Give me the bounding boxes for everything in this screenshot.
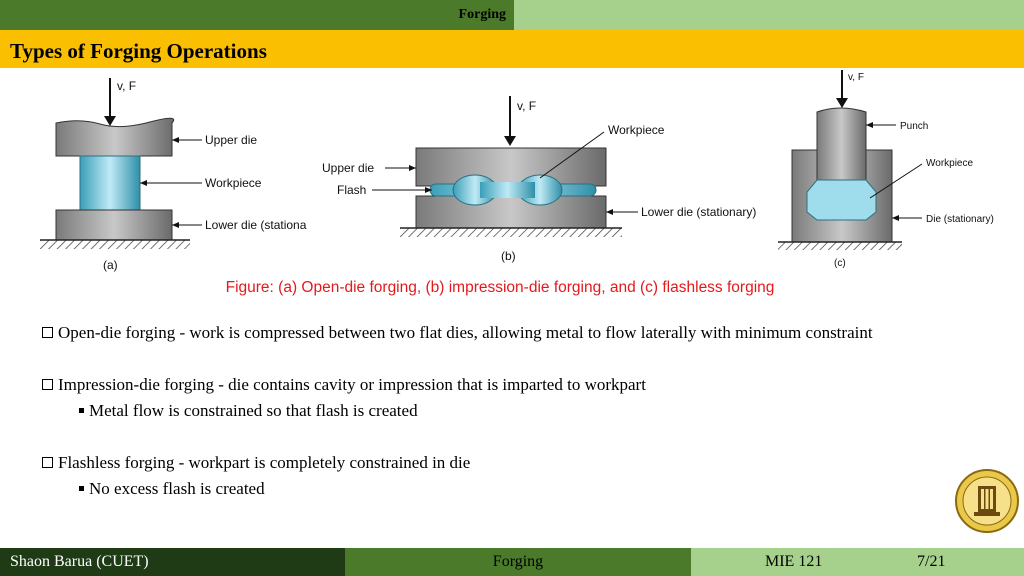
- figure-c-tag: (c): [834, 258, 846, 269]
- sub-bullet-flashless: No excess flash is created: [42, 476, 1012, 502]
- figure-b-force-label: v, F: [517, 99, 536, 113]
- sub-bullet-text: No excess flash is created: [89, 479, 265, 498]
- figure-a-upper-die-label: Upper die: [205, 133, 257, 147]
- slide-title: Types of Forging Operations: [10, 39, 267, 63]
- top-banner-left: Forging: [0, 0, 514, 30]
- bullet-text: Impression-die forging - die contains ca…: [58, 375, 646, 394]
- section-label: Forging: [458, 7, 506, 22]
- figure-b: v, F Workpiece Upper die Flash Lower die…: [322, 96, 756, 263]
- figure-c-die-label: Die (stationary): [926, 214, 994, 225]
- figure-a-lower-die-label: Lower die (stationa: [205, 218, 307, 232]
- footer-page-number: 7/21: [917, 553, 946, 570]
- bullet-text: Open-die forging - work is compressed be…: [58, 323, 873, 342]
- figure-caption: Figure: (a) Open-die forging, (b) impres…: [0, 279, 1000, 297]
- title-bar: Types of Forging Operations: [0, 30, 1024, 68]
- figure-a-force-label: v, F: [117, 79, 136, 93]
- bullet-text: Flashless forging - workpart is complete…: [58, 453, 471, 472]
- square-bullet-icon: [79, 408, 84, 413]
- top-banner: Forging: [0, 0, 1024, 30]
- figure-a: v, F Upper die Workpiece Lower die (stat…: [40, 78, 307, 272]
- figure-c-punch-label: Punch: [900, 121, 928, 132]
- figure-c: v, F Punch Workpiece Die (stationary) (c…: [778, 70, 994, 269]
- figure-caption-text: Figure: (a) Open-die forging, (b) impres…: [225, 279, 775, 296]
- figure-c-workpiece-label: Workpiece: [926, 158, 973, 169]
- footer-course-cell: MIE 121 7/21: [691, 548, 1024, 576]
- figure-a-workpiece-label: Workpiece: [205, 176, 262, 190]
- footer-author-cell: Shaon Barua (CUET): [0, 548, 345, 576]
- top-banner-right: [514, 0, 1024, 30]
- figure-a-tag: (a): [103, 258, 118, 272]
- bullet-open-die: Open-die forging - work is compressed be…: [42, 320, 1012, 346]
- cuet-logo: [955, 469, 1019, 533]
- footer-bar: Shaon Barua (CUET) Forging MIE 121 7/21: [0, 548, 1024, 576]
- figure-c-force-label: v, F: [848, 72, 864, 83]
- figure-b-flash-label: Flash: [337, 183, 366, 197]
- figure-b-tag: (b): [501, 249, 516, 263]
- bullet-impression-die: Impression-die forging - die contains ca…: [42, 372, 1012, 398]
- footer-course: MIE 121: [765, 553, 823, 570]
- figure-b-lower-die-label: Lower die (stationary): [641, 205, 756, 219]
- footer-author: Shaon Barua (CUET): [10, 553, 149, 570]
- square-bullet-icon: [79, 486, 84, 491]
- bullet-list: Open-die forging - work is compressed be…: [42, 320, 1012, 502]
- bullet-flashless: Flashless forging - workpart is complete…: [42, 450, 1012, 476]
- figure-b-upper-die-label: Upper die: [322, 161, 374, 175]
- footer-topic-cell: Forging: [345, 548, 691, 576]
- checkbox-bullet-icon: [42, 379, 53, 390]
- sub-bullet-text: Metal flow is constrained so that flash …: [89, 401, 418, 420]
- footer-topic: Forging: [492, 553, 544, 570]
- checkbox-bullet-icon: [42, 327, 53, 338]
- checkbox-bullet-icon: [42, 457, 53, 468]
- sub-bullet-impression-die: Metal flow is constrained so that flash …: [42, 398, 1012, 424]
- figure-b-workpiece-label: Workpiece: [608, 123, 665, 137]
- forging-figure: v, F Upper die Workpiece Lower die (stat…: [40, 70, 994, 272]
